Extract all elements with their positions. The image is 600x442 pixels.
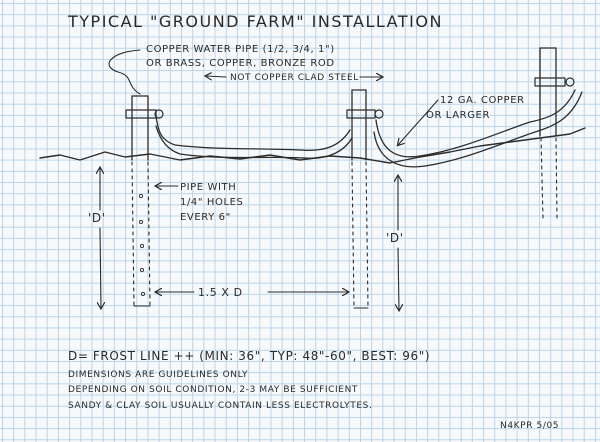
leader-copper-pipe (108, 49, 141, 95)
label-pipe-holes-line3: EVERY 6" (180, 212, 231, 223)
label-not-clad: NOT COPPER CLAD STEEL (230, 73, 359, 83)
label-wire-line2: OR LARGER (426, 110, 490, 121)
ground-cable-right (373, 89, 583, 168)
label-copper-pipe-line2: OR BRASS, COPPER, BRONZE ROD (146, 58, 335, 69)
label-pipe-holes-line2: 1/4" HOLES (180, 197, 244, 208)
note-electrolytes: SANDY & CLAY SOIL USUALLY CONTAIN LESS E… (68, 401, 372, 411)
label-spacing: 1.5 X D (198, 286, 243, 299)
middle-ground-rod (346, 89, 384, 309)
diagram-title: TYPICAL "GROUND FARM" INSTALLATION (67, 12, 443, 31)
label-depth-right: 'D' (386, 231, 404, 245)
not-clad-arrow-left (206, 76, 227, 77)
depth-arrow-left-down (100, 227, 101, 308)
label-wire-line1: 12 GA. COPPER (440, 95, 525, 106)
label-pipe-holes-line1: PIPE WITH (180, 182, 236, 193)
note-frost-line: D= FROST LINE ++ (MIN: 36", TYP: 48"-60"… (68, 349, 430, 363)
note-guidelines: DIMENSIONS ARE GUIDELINES ONLY (68, 370, 248, 380)
ground-cable-left (155, 115, 353, 159)
label-depth-left: 'D' (88, 211, 106, 225)
label-copper-pipe-line1: COPPER WATER PIPE (1/2, 3/4, 1") (146, 44, 335, 55)
leader-wire (398, 99, 439, 145)
depth-arrow-right-down (398, 247, 399, 310)
note-soil-condition: DEPENDING ON SOIL CONDITION, 2-3 MAY BE … (68, 385, 358, 395)
left-ground-rod (125, 95, 164, 307)
ground-line (39, 127, 586, 164)
right-ground-rod (534, 47, 575, 219)
pipe-holes (138, 193, 146, 297)
signature: N4KPR 5/05 (500, 421, 559, 431)
